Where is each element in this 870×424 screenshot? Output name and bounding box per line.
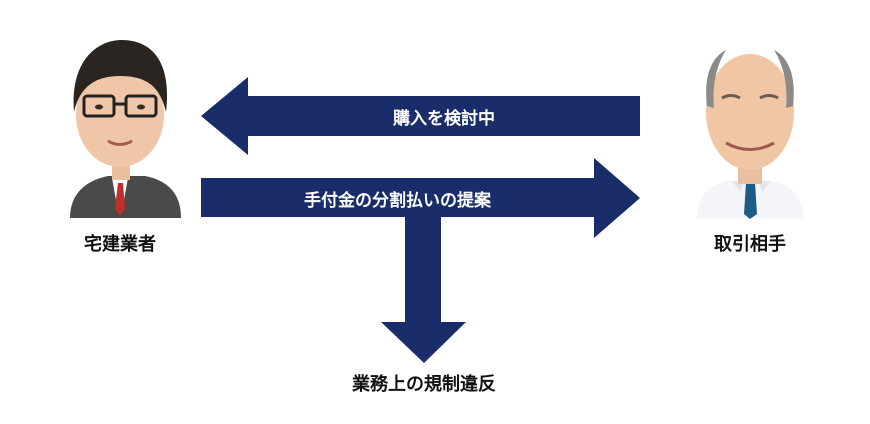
left-party-label: 宅建業者 bbox=[84, 234, 156, 255]
arrow-middle-right bbox=[201, 158, 640, 238]
arrow-middle-label: 手付金の分割払いの提案 bbox=[304, 191, 491, 211]
man-with-glasses-suit-avatar-icon bbox=[70, 40, 181, 218]
arrow-top-label: 購入を検討中 bbox=[393, 109, 495, 129]
arrow-top-left bbox=[201, 77, 640, 155]
violation-label: 業務上の規制違反 bbox=[352, 374, 496, 395]
right-party-label: 取引相手 bbox=[714, 234, 786, 255]
arrow-down bbox=[381, 217, 466, 363]
older-man-shirt-tie-avatar-icon bbox=[697, 50, 803, 219]
